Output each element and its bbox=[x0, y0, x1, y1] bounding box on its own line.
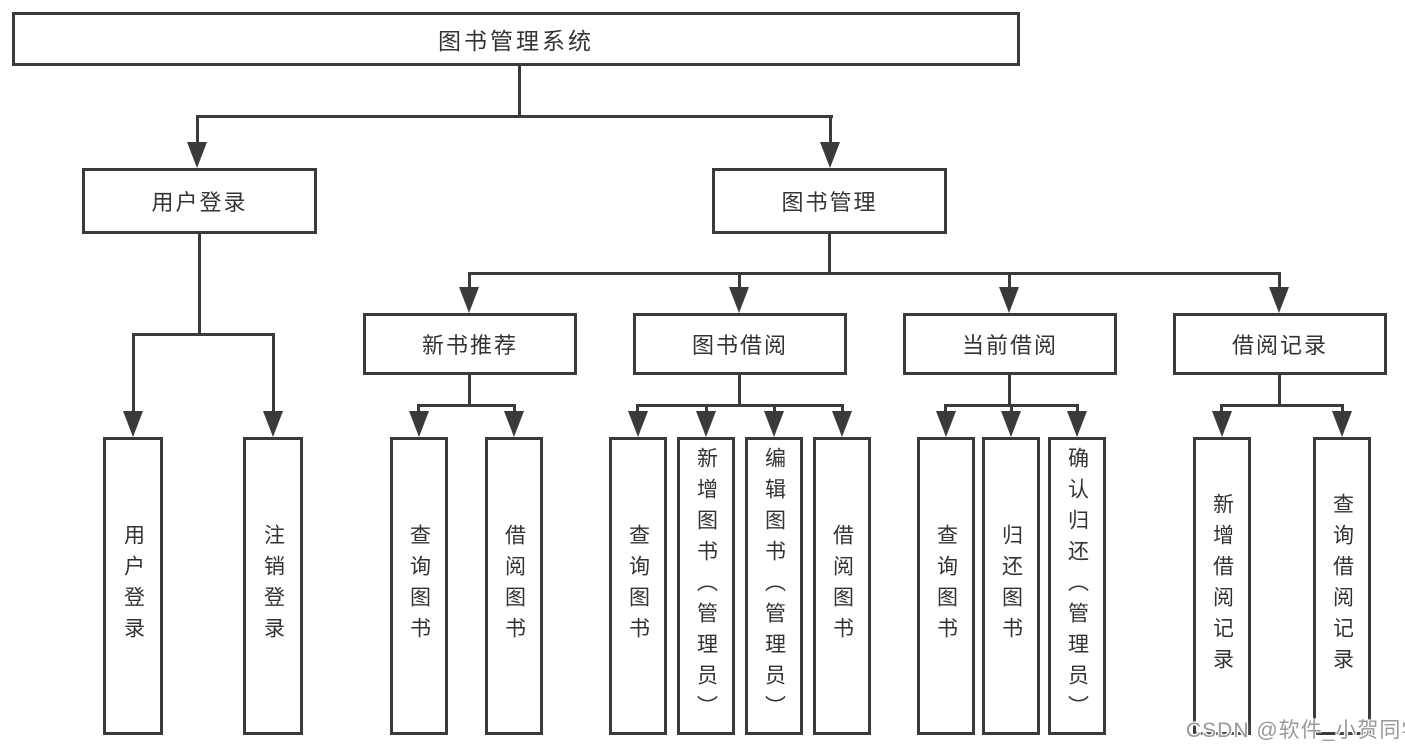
arrowhead-icon bbox=[696, 411, 716, 437]
node-return-books: 归还图书 bbox=[982, 437, 1040, 735]
connector-line bbox=[738, 375, 741, 407]
arrowhead-icon bbox=[123, 411, 143, 437]
connector-line bbox=[1341, 404, 1344, 414]
arrowhead-icon bbox=[187, 142, 207, 168]
node-query-borrowing-record: 查询借阅记录 bbox=[1313, 437, 1371, 735]
connector-line bbox=[705, 404, 708, 414]
arrowhead-icon bbox=[1212, 411, 1232, 437]
connector-line bbox=[132, 333, 275, 336]
arrowhead-icon bbox=[263, 411, 283, 437]
csdn-watermark: CSDN @软件_小贺同学 bbox=[1186, 719, 1405, 742]
arrowhead-icon bbox=[628, 411, 648, 437]
arrowhead-icon bbox=[1269, 287, 1289, 313]
node-book-borrowing: 图书借阅 bbox=[633, 313, 847, 375]
connector-line bbox=[944, 404, 947, 414]
node-book-management-system: 图书管理系统 bbox=[12, 12, 1020, 66]
connector-line bbox=[198, 234, 201, 336]
connector-line bbox=[1220, 404, 1344, 407]
arrowhead-icon bbox=[504, 411, 524, 437]
connector-line bbox=[1278, 272, 1281, 290]
node-query-books-current: 查询图书 bbox=[917, 437, 975, 735]
connector-line bbox=[468, 272, 471, 290]
node-new-book-recommendation: 新书推荐 bbox=[363, 313, 577, 375]
connector-line bbox=[518, 65, 521, 118]
node-add-borrowing-record: 新增借阅记录 bbox=[1193, 437, 1251, 735]
arrowhead-icon bbox=[1332, 411, 1352, 437]
arrowhead-icon bbox=[729, 287, 749, 313]
connector-line bbox=[773, 404, 776, 414]
connector-line bbox=[417, 404, 516, 407]
arrowhead-icon bbox=[936, 411, 956, 437]
arrowhead-icon bbox=[1067, 411, 1087, 437]
node-book-management: 图书管理 bbox=[712, 168, 947, 234]
node-logout: 注销登录 bbox=[243, 437, 303, 735]
connector-line bbox=[841, 404, 844, 414]
connector-line bbox=[1278, 375, 1281, 407]
node-borrowing-records: 借阅记录 bbox=[1173, 313, 1387, 375]
connector-line bbox=[468, 272, 1281, 275]
connector-line bbox=[828, 234, 831, 275]
node-borrow-books-borrowing: 借阅图书 bbox=[813, 437, 871, 735]
connector-line bbox=[132, 333, 135, 413]
node-user-login: 用户登录 bbox=[103, 437, 163, 735]
connector-line bbox=[738, 272, 741, 290]
arrowhead-icon bbox=[459, 287, 479, 313]
connector-line bbox=[636, 404, 639, 414]
connector-line bbox=[196, 115, 199, 145]
node-confirm-return-admin: 确认归还（管理员） bbox=[1048, 437, 1106, 735]
connector-line bbox=[513, 404, 516, 414]
node-edit-books-admin: 编辑图书（管理员） bbox=[745, 437, 803, 735]
node-current-borrowing: 当前借阅 bbox=[903, 313, 1117, 375]
node-add-books-admin: 新增图书（管理员） bbox=[677, 437, 735, 735]
connector-line bbox=[1220, 404, 1223, 414]
connector-line bbox=[196, 115, 833, 118]
connector-line bbox=[272, 333, 275, 413]
arrowhead-icon bbox=[820, 142, 840, 168]
arrowhead-icon bbox=[999, 287, 1019, 313]
node-borrow-books-recommend: 借阅图书 bbox=[485, 437, 543, 735]
node-query-books-borrowing: 查询图书 bbox=[609, 437, 667, 735]
connector-line bbox=[1008, 272, 1011, 290]
connector-line bbox=[1076, 404, 1079, 414]
connector-line bbox=[636, 404, 844, 407]
connector-line bbox=[1010, 404, 1013, 414]
arrowhead-icon bbox=[764, 411, 784, 437]
node-query-books-recommend: 查询图书 bbox=[390, 437, 448, 735]
node-user-login-group: 用户登录 bbox=[82, 168, 317, 234]
connector-line bbox=[1008, 375, 1011, 407]
connector-line bbox=[829, 115, 832, 145]
connector-line bbox=[417, 404, 420, 414]
arrowhead-icon bbox=[1001, 411, 1021, 437]
connector-line bbox=[468, 375, 471, 407]
arrowhead-icon bbox=[409, 411, 429, 437]
arrowhead-icon bbox=[832, 411, 852, 437]
